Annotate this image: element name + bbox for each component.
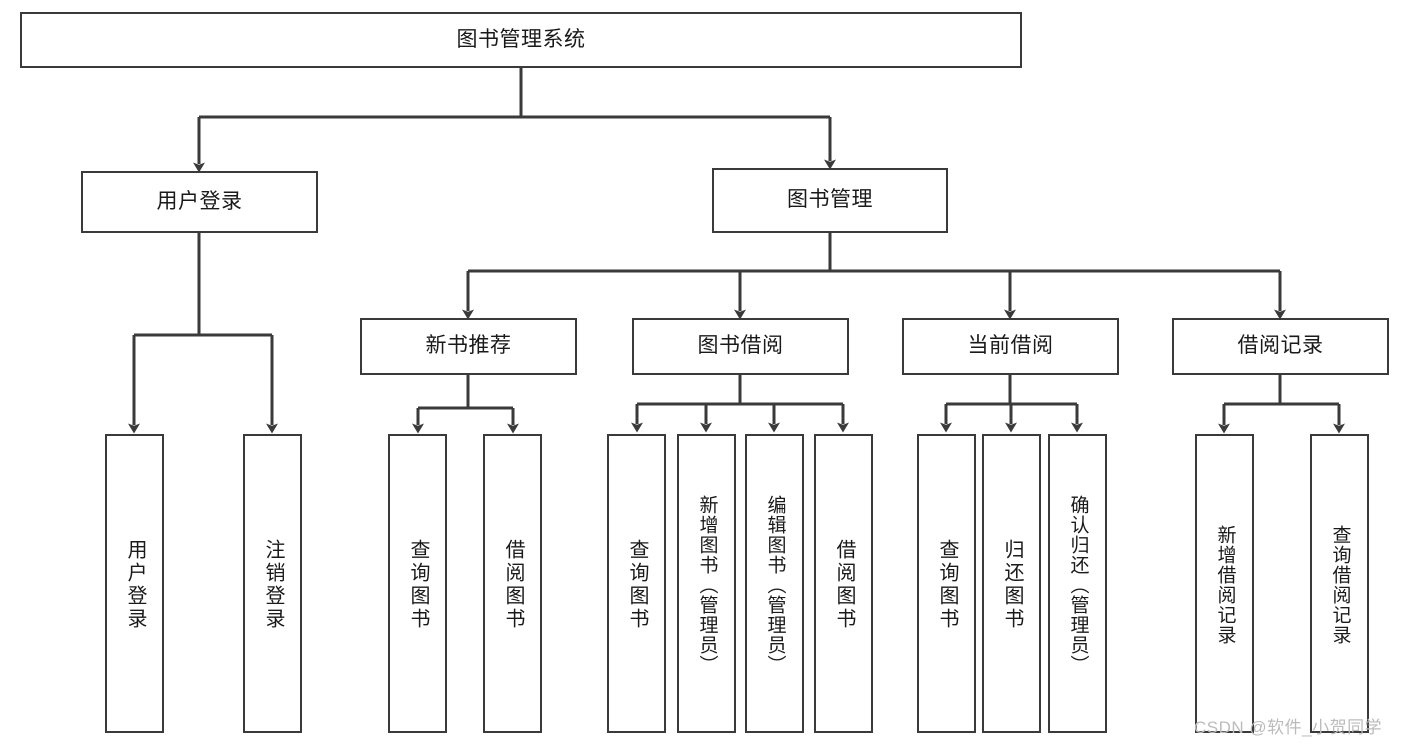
node-label: 新增借阅记录: [1214, 524, 1236, 645]
node-new-book-recommend[interactable]: 新书推荐: [360, 318, 577, 375]
node-leaf-query-book-recommend[interactable]: 查询图书: [388, 434, 447, 733]
node-label: 图书管理系统: [456, 27, 586, 51]
node-book-management[interactable]: 图书管理: [712, 168, 948, 233]
node-root-book-management-system[interactable]: 图书管理系统: [20, 12, 1022, 68]
node-label: 用户登录: [156, 189, 243, 213]
node-leaf-logout[interactable]: 注销登录: [243, 434, 302, 733]
node-user-login[interactable]: 用户登录: [81, 171, 318, 233]
node-label: 注销登录: [262, 538, 284, 631]
node-book-borrow[interactable]: 图书借阅: [632, 318, 849, 375]
node-leaf-borrow-book-recommend[interactable]: 借阅图书: [483, 434, 542, 733]
node-label: 查询图书: [936, 538, 958, 631]
node-current-borrow[interactable]: 当前借阅: [902, 318, 1119, 375]
node-leaf-borrow-book[interactable]: 借阅图书: [814, 434, 873, 733]
node-leaf-query-book-current[interactable]: 查询图书: [917, 434, 976, 733]
node-label: 归还图书: [1001, 538, 1023, 631]
node-label: 确认归还（管理员）: [1067, 494, 1089, 675]
node-leaf-user-login[interactable]: 用户登录: [105, 434, 164, 733]
node-leaf-query-borrow-record[interactable]: 查询借阅记录: [1310, 434, 1369, 733]
node-label: 查询图书: [407, 538, 429, 631]
node-leaf-add-book-admin[interactable]: 新增图书（管理员）: [677, 434, 736, 733]
node-leaf-confirm-return-admin[interactable]: 确认归还（管理员）: [1048, 434, 1107, 733]
node-leaf-query-book-borrow[interactable]: 查询图书: [607, 434, 666, 733]
node-leaf-add-borrow-record[interactable]: 新增借阅记录: [1195, 434, 1254, 733]
node-borrow-record[interactable]: 借阅记录: [1172, 318, 1389, 375]
node-leaf-return-book[interactable]: 归还图书: [982, 434, 1041, 733]
node-label: 新书推荐: [425, 334, 512, 358]
node-label: 图书借阅: [697, 334, 784, 358]
node-label: 借阅记录: [1237, 334, 1324, 358]
node-label: 图书管理: [787, 188, 873, 212]
node-label: 查询借阅记录: [1329, 524, 1351, 645]
node-label: 用户登录: [124, 538, 146, 631]
node-label: 编辑图书（管理员）: [764, 494, 786, 675]
node-label: 借阅图书: [502, 538, 524, 631]
node-label: 新增图书（管理员）: [696, 494, 718, 675]
node-label: 借阅图书: [833, 538, 855, 631]
node-label: 当前借阅: [967, 334, 1054, 358]
node-label: 查询图书: [626, 538, 648, 631]
node-leaf-edit-book-admin[interactable]: 编辑图书（管理员）: [745, 434, 804, 733]
